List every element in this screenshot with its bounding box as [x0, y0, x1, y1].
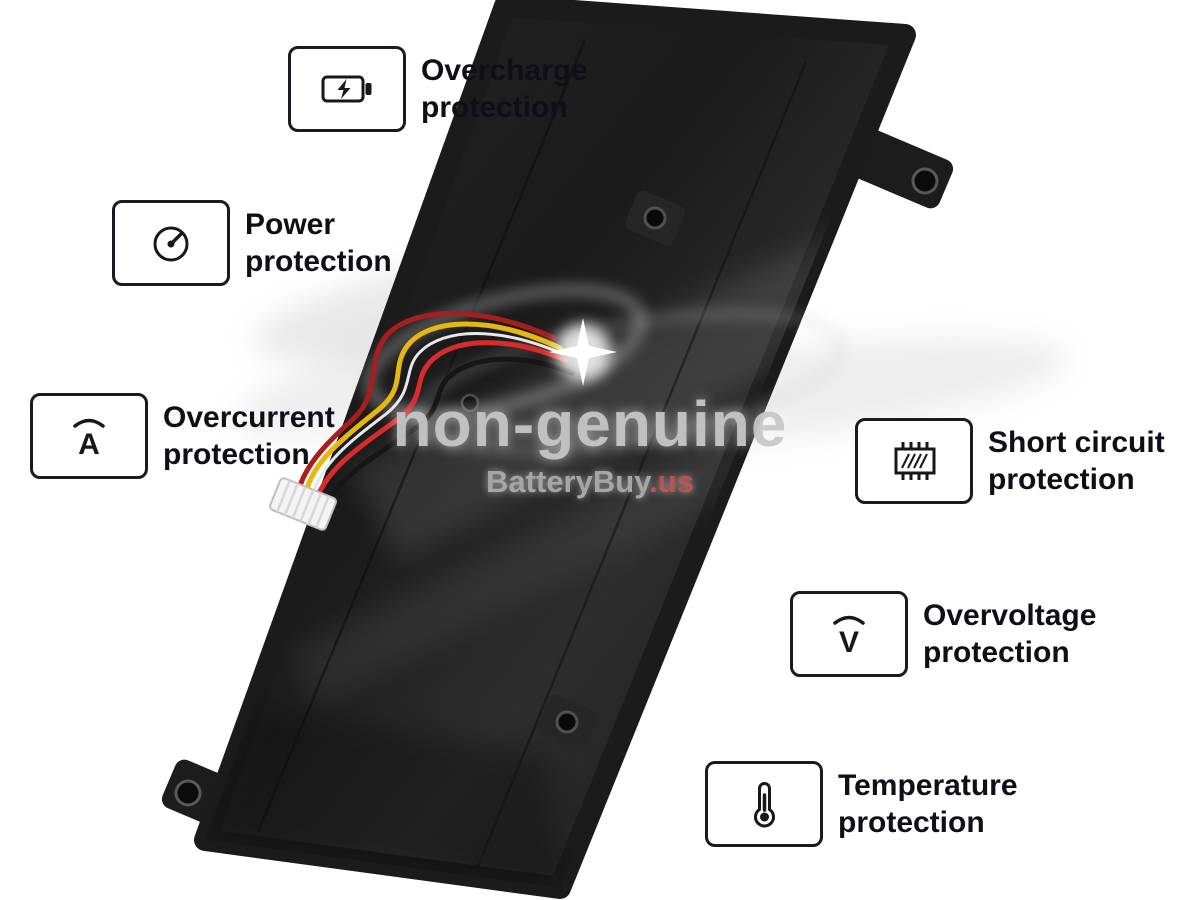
callout-line: Overcurrent [163, 401, 335, 434]
overvoltage-label: Overvoltage protection [923, 597, 1096, 671]
callout-temperature: Temperature protection [705, 761, 1018, 847]
wire-connector [269, 477, 337, 531]
power-label: Power protection [245, 206, 392, 280]
overcharge-label: Overcharge protection [421, 52, 588, 126]
callout-short-circuit: Short circuit protection [855, 418, 1165, 504]
callout-line: Power [245, 208, 336, 241]
callout-line: protection [838, 806, 985, 839]
callout-line: protection [923, 636, 1070, 669]
short-circuit-icon-box [855, 418, 973, 504]
overvoltage-v-icon: V [833, 615, 865, 657]
callout-line: Temperature [838, 769, 1018, 802]
thermometer-icon [754, 782, 775, 828]
callout-line: Short circuit [988, 426, 1165, 459]
volt-glyph: V [839, 626, 859, 657]
overcurrent-a-icon: A [73, 418, 105, 459]
callout-power: Power protection [112, 200, 392, 286]
callout-overcurrent: A Overcurrent protection [30, 393, 335, 479]
sparkle [549, 318, 617, 386]
callout-line: protection [988, 463, 1135, 496]
wire-bundle [297, 311, 575, 509]
power-icon-box [112, 200, 230, 286]
short-circuit-chip-icon [894, 442, 936, 480]
overcurrent-label: Overcurrent protection [163, 399, 335, 473]
screw-holes [174, 167, 939, 807]
overcurrent-icon-box: A [30, 393, 148, 479]
callout-overcharge: Overcharge protection [288, 46, 588, 132]
wire-yellow [303, 321, 563, 495]
callout-line: Overcharge [421, 54, 588, 87]
callout-line: Overvoltage [923, 599, 1097, 632]
overvoltage-icon-box: V [790, 591, 908, 677]
wire-black [323, 356, 575, 509]
wire-white [310, 332, 565, 498]
overcharge-icon-box [288, 46, 406, 132]
callout-line: protection [245, 245, 392, 278]
callout-line: protection [163, 438, 310, 471]
power-gauge-icon [153, 226, 189, 262]
wire-red [313, 340, 569, 503]
callout-line: protection [421, 91, 568, 124]
wire-dark-red [297, 311, 557, 489]
ampere-glyph: A [78, 428, 100, 459]
temperature-label: Temperature protection [838, 767, 1018, 841]
short-circuit-label: Short circuit protection [988, 424, 1165, 498]
battery-charging-icon [321, 75, 372, 103]
callout-overvoltage: V Overvoltage protection [790, 591, 1096, 677]
temperature-icon-box [705, 761, 823, 847]
